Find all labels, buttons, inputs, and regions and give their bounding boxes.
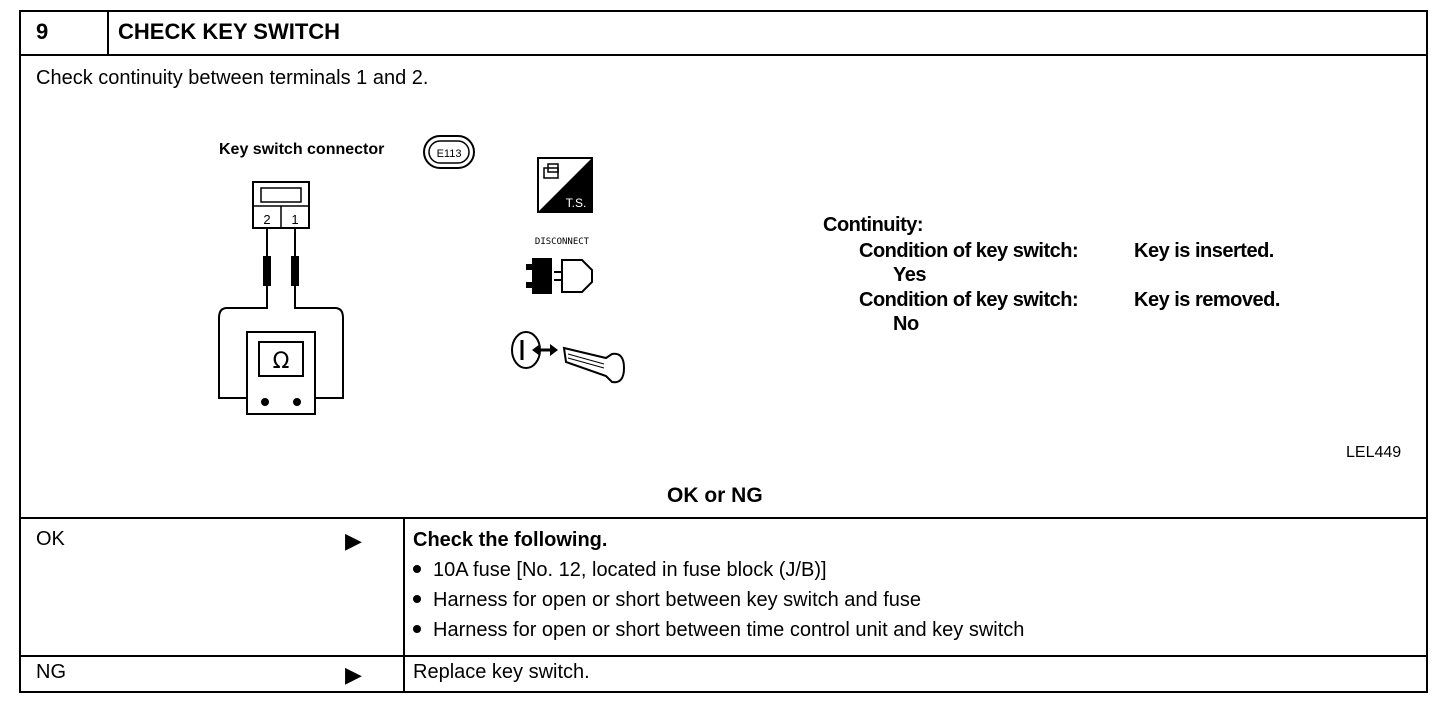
ng-arrow-icon: ▶ [345, 662, 362, 687]
instruction-text: Check continuity between terminals 1 and… [36, 67, 429, 89]
continuity-heading: Continuity: [823, 214, 924, 236]
ng-action: Replace key switch. [413, 661, 590, 683]
header-divider [107, 10, 109, 55]
connector-code-badge: E113 [423, 135, 475, 169]
step-title: CHECK KEY SWITCH [118, 19, 341, 44]
condition-removed-result: No [893, 313, 919, 335]
condition-removed-state: Key is removed. [1134, 289, 1280, 311]
ok-action-title: Check the following. [413, 529, 608, 551]
figure-code: LEL449 [1346, 444, 1402, 461]
key-icon [511, 331, 626, 384]
terminal-2: 2 [263, 212, 270, 227]
ok-arrow-icon: ▶ [345, 528, 362, 553]
ok-label: OK [36, 528, 65, 550]
condition-inserted-label: Condition of key switch: [859, 240, 1079, 262]
ok-item: Harness for open or short between key sw… [413, 589, 921, 612]
result-divider [403, 517, 405, 693]
step-number: 9 [36, 19, 49, 44]
disconnect-icon: DISCONNECT [526, 237, 593, 294]
connector-code: E113 [437, 148, 462, 160]
multimeter-diagram: 2 1 Ω [218, 181, 344, 415]
terminal-1: 1 [291, 212, 298, 227]
ok-item: 10A fuse [No. 12, located in fuse block … [413, 559, 827, 582]
bullet-icon [413, 594, 421, 603]
condition-inserted-state: Key is inserted. [1134, 240, 1274, 262]
disconnect-label: DISCONNECT [535, 237, 590, 247]
ok-or-ng-heading: OK or NG [667, 484, 763, 507]
step-table [19, 10, 1428, 693]
condition-inserted-result: Yes [893, 264, 926, 286]
ohm-symbol: Ω [273, 349, 290, 374]
ok-item: Harness for open or short between time c… [413, 619, 1024, 642]
connector-label: Key switch connector [219, 141, 385, 158]
result-top-rule [19, 517, 1428, 519]
bullet-icon [413, 624, 421, 633]
tool-ts-icon: T.S. [537, 157, 593, 213]
header-bottom-rule [19, 54, 1428, 56]
ts-label: T.S. [566, 196, 587, 210]
ng-label: NG [36, 661, 66, 683]
result-mid-rule [19, 655, 1428, 657]
bullet-icon [413, 564, 421, 573]
condition-removed-label: Condition of key switch: [859, 289, 1079, 311]
